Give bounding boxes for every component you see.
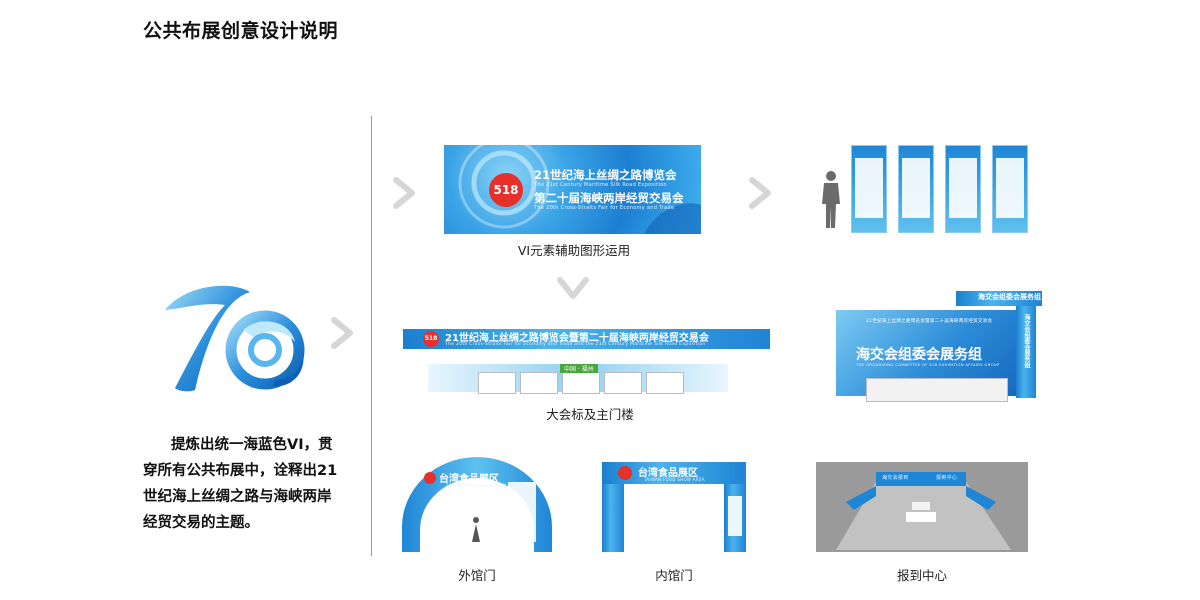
description-text: 提炼出统一海蓝色VI，贯 穿所有公共布展中，诠释出21 世纪海上丝绸之路与海峡两… (143, 432, 353, 536)
arrow-right-icon (393, 177, 415, 209)
caption-reception: 报到中心 (896, 568, 947, 583)
arrow-right-icon (749, 177, 771, 209)
reception-sign-left: 海交会报到 (882, 475, 909, 481)
vi-line1-en: The 21st Century Maritime Silk Road Expo… (534, 182, 667, 188)
info-board (851, 145, 887, 233)
organizing-small-sign: 海交会组委会展务组 (956, 291, 1042, 306)
main-gate-headline-en: The 20th Cross-Straits Fair for Economy … (445, 342, 706, 347)
arrow-right-icon (331, 317, 353, 349)
vi-line2-en: The 20th Cross-Straits Fair for Economy … (534, 205, 675, 211)
vi-line1: 21世纪海上丝绸之路博览会 (534, 168, 677, 182)
info-board (992, 145, 1028, 233)
caption-outer-gate: 外馆门 (458, 568, 496, 583)
arrow-down-icon (557, 277, 589, 299)
info-board (945, 145, 981, 233)
outer-gate-sign: 台湾食品展区 (439, 474, 499, 485)
description-line: 世纪海上丝绸之路与海峡两岸 (143, 489, 332, 505)
reception-center-render: 海交会报到 报到中心 (816, 462, 1028, 552)
caption-inner-gate: 内馆门 (655, 568, 693, 583)
description-line: 经贸交易的主题。 (143, 515, 259, 531)
person-silhouette (822, 171, 840, 228)
reception-sign-right: 报到中心 (936, 475, 958, 481)
organizing-pillar: 海交会组委会展务组 (1016, 306, 1036, 398)
info-board (898, 145, 934, 233)
inner-gate-sign: 台湾食品展区 (638, 468, 698, 479)
description-line: 提炼出统一海蓝色VI，贯 (171, 437, 333, 453)
reception-counters (866, 378, 1008, 402)
vertical-divider (371, 116, 372, 556)
main-gate-headline: 21世纪海上丝绸之路博览会暨第二十届海峡两岸经贸交易会 (445, 333, 709, 344)
expo-logo (424, 472, 436, 484)
vi-line2: 第二十届海峡两岸经贸交易会 (534, 191, 684, 205)
organizing-header: 21世纪海上丝绸之路博览会暨第二十届海峡两岸经贸交易会 (866, 319, 993, 324)
caption-vi: VI元素辅助图形运用 (517, 243, 631, 258)
vi-banner: 518 21世纪海上丝绸之路博览会 The 21st Century Marit… (444, 145, 701, 234)
description-line: 穿所有公共布展中，诠释出21 (143, 463, 338, 479)
organizing-title: 海交会组委会展务组 (856, 347, 982, 363)
main-gate-base: 中国 · 福州 (428, 364, 728, 394)
swirl-graphic (458, 145, 701, 234)
inner-gate: 台湾食品展区 TAIWAN FOOD SHOW AREA (602, 462, 746, 552)
organizing-title-en: THE ORGANIZING COMMITTEE OF 518 EXHIBITI… (856, 362, 1000, 367)
outer-gate-sign-en: TAIWAN FOOD SHOW AREA (446, 483, 507, 488)
expo-logo (618, 466, 632, 480)
caption-main-gate: 大会标及主门楼 (546, 407, 634, 422)
main-gate-banner: 518 21世纪海上丝绸之路博览会暨第二十届海峡两岸经贸交易会 The 20th… (403, 329, 770, 349)
expo-logo: 518 (423, 331, 439, 347)
page-title: 公共布展创意设计说明 (143, 20, 339, 42)
anniversary-70-logo (165, 285, 305, 392)
inner-gate-sign-en: TAIWAN FOOD SHOW AREA (644, 477, 705, 482)
expo-logo: 518 (489, 173, 523, 207)
place-label: 中国 · 福州 (560, 364, 598, 373)
outer-gate-arch (402, 457, 552, 552)
reception-floor (836, 472, 1011, 550)
